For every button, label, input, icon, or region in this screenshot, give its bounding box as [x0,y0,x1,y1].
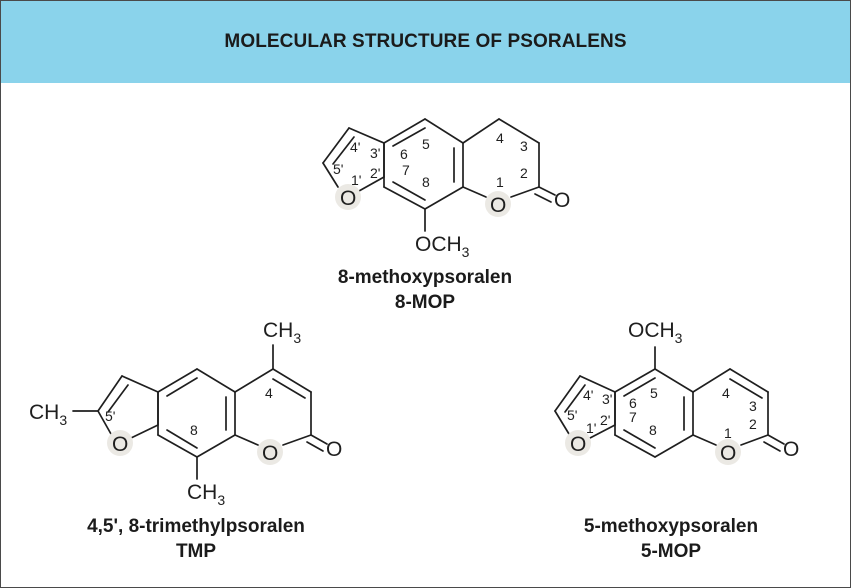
tmp-furan-oxygen: O [112,433,128,456]
5-mop-position: 1' [586,420,596,436]
8-mop-carbonyl-oxygen: O [554,189,570,212]
tmp-methyl-8: CH3 [187,481,225,508]
8-mop-position: 7 [402,162,410,178]
tmp-position: 5' [105,408,115,424]
compound-name: 4,5', 8-trimethylpsoralen [87,516,305,537]
5-mop-position: 1 [724,425,732,441]
compound-abbreviation: 5-MOP [640,541,702,562]
8-mop-position: 1' [351,172,361,188]
5-mop-furan-oxygen: O [570,433,586,456]
5-mop-position: 2' [600,412,610,428]
8-mop-position: 1 [496,174,504,190]
5-mop-furan-ring [554,375,616,439]
compound-abbreviation: 8-MOP [394,292,456,313]
5-mop-position: 5 [650,385,658,401]
5-mop-position: 3' [602,391,612,407]
structure-5-mop: O O O OCH3 4' 3' 5 4 5' 6 3 2' 7 2 1' 8 … [554,319,799,465]
caption-5-mop: 5-methoxypsoralen 5-MOP [521,514,821,564]
5-mop-position: 3 [749,398,757,414]
8-mop-position: 3 [520,138,528,154]
8-mop-position: 2' [370,165,380,181]
tmp-benzene-ring [157,368,236,480]
structure-8-mop: O O O OCH3 4' 5' 3' 2' 1' 6 5 7 8 4 3 2 … [322,118,570,260]
5-mop-position: 8 [649,422,657,438]
tmp-carbonyl-oxygen: O [326,438,342,461]
tmp-pyranone-oxygen-highlight [257,439,283,465]
5-mop-position: 2 [749,416,757,432]
5-mop-pyranone-oxygen-highlight [715,439,741,465]
8-mop-position: 6 [400,146,408,162]
compound-name: 8-methoxypsoralen [337,267,513,288]
8-mop-position: 8 [422,174,430,190]
5-mop-methoxy-group: OCH3 [628,319,683,346]
tmp-methyl-4: CH3 [263,319,301,346]
8-mop-position: 5' [333,161,343,177]
tmp-methyl-5prime: CH3 [29,401,67,428]
8-mop-benzene-ring [383,118,464,210]
5-mop-position: 4 [722,385,730,401]
compound-name: 5-methoxypsoralen [583,516,759,537]
8-mop-pyranone-oxygen-highlight [485,191,511,217]
8-mop-position: 2 [520,165,528,181]
5-mop-benzene-ring [614,346,694,458]
5-mop-furan-oxygen-highlight [565,430,591,456]
compound-abbreviation: TMP [175,541,217,562]
8-mop-furan-oxygen-highlight [335,184,361,210]
8-mop-position: 5 [422,136,430,152]
tmp-furan-oxygen-highlight [107,430,133,456]
tmp-position: 8 [190,422,198,438]
tmp-pyranone-ring [234,344,328,452]
8-mop-position: 4' [350,139,360,155]
8-mop-pyranone-ring [424,118,556,232]
structure-tmp: O O O CH3 CH3 CH3 4 5' 8 [29,319,342,508]
8-mop-furan-oxygen: O [340,187,356,210]
tmp-ring-oxygen: O [262,442,278,465]
8-mop-methoxy-group: OCH3 [415,233,470,260]
8-mop-position: 4 [496,130,504,146]
5-mop-pyranone-ring [692,368,785,452]
5-mop-carbonyl-oxygen: O [783,438,799,461]
5-mop-position: 7 [629,409,637,425]
caption-tmp: 4,5', 8-trimethylpsoralen TMP [21,514,371,564]
figure-title: MOLECULAR STRUCTURE OF PSORALENS [224,31,627,52]
caption-8-mop: 8-methoxypsoralen 8-MOP [265,265,585,315]
8-mop-ring-oxygen: O [490,194,506,217]
tmp-position: 4 [265,385,273,401]
8-mop-position: 3' [370,145,380,161]
tmp-furan-ring [72,375,159,439]
5-mop-position: 5' [567,407,577,423]
5-mop-position: 4' [583,387,593,403]
5-mop-position: 6 [629,395,637,411]
title-banner: MOLECULAR STRUCTURE OF PSORALENS [1,1,850,83]
5-mop-ring-oxygen: O [720,442,736,465]
